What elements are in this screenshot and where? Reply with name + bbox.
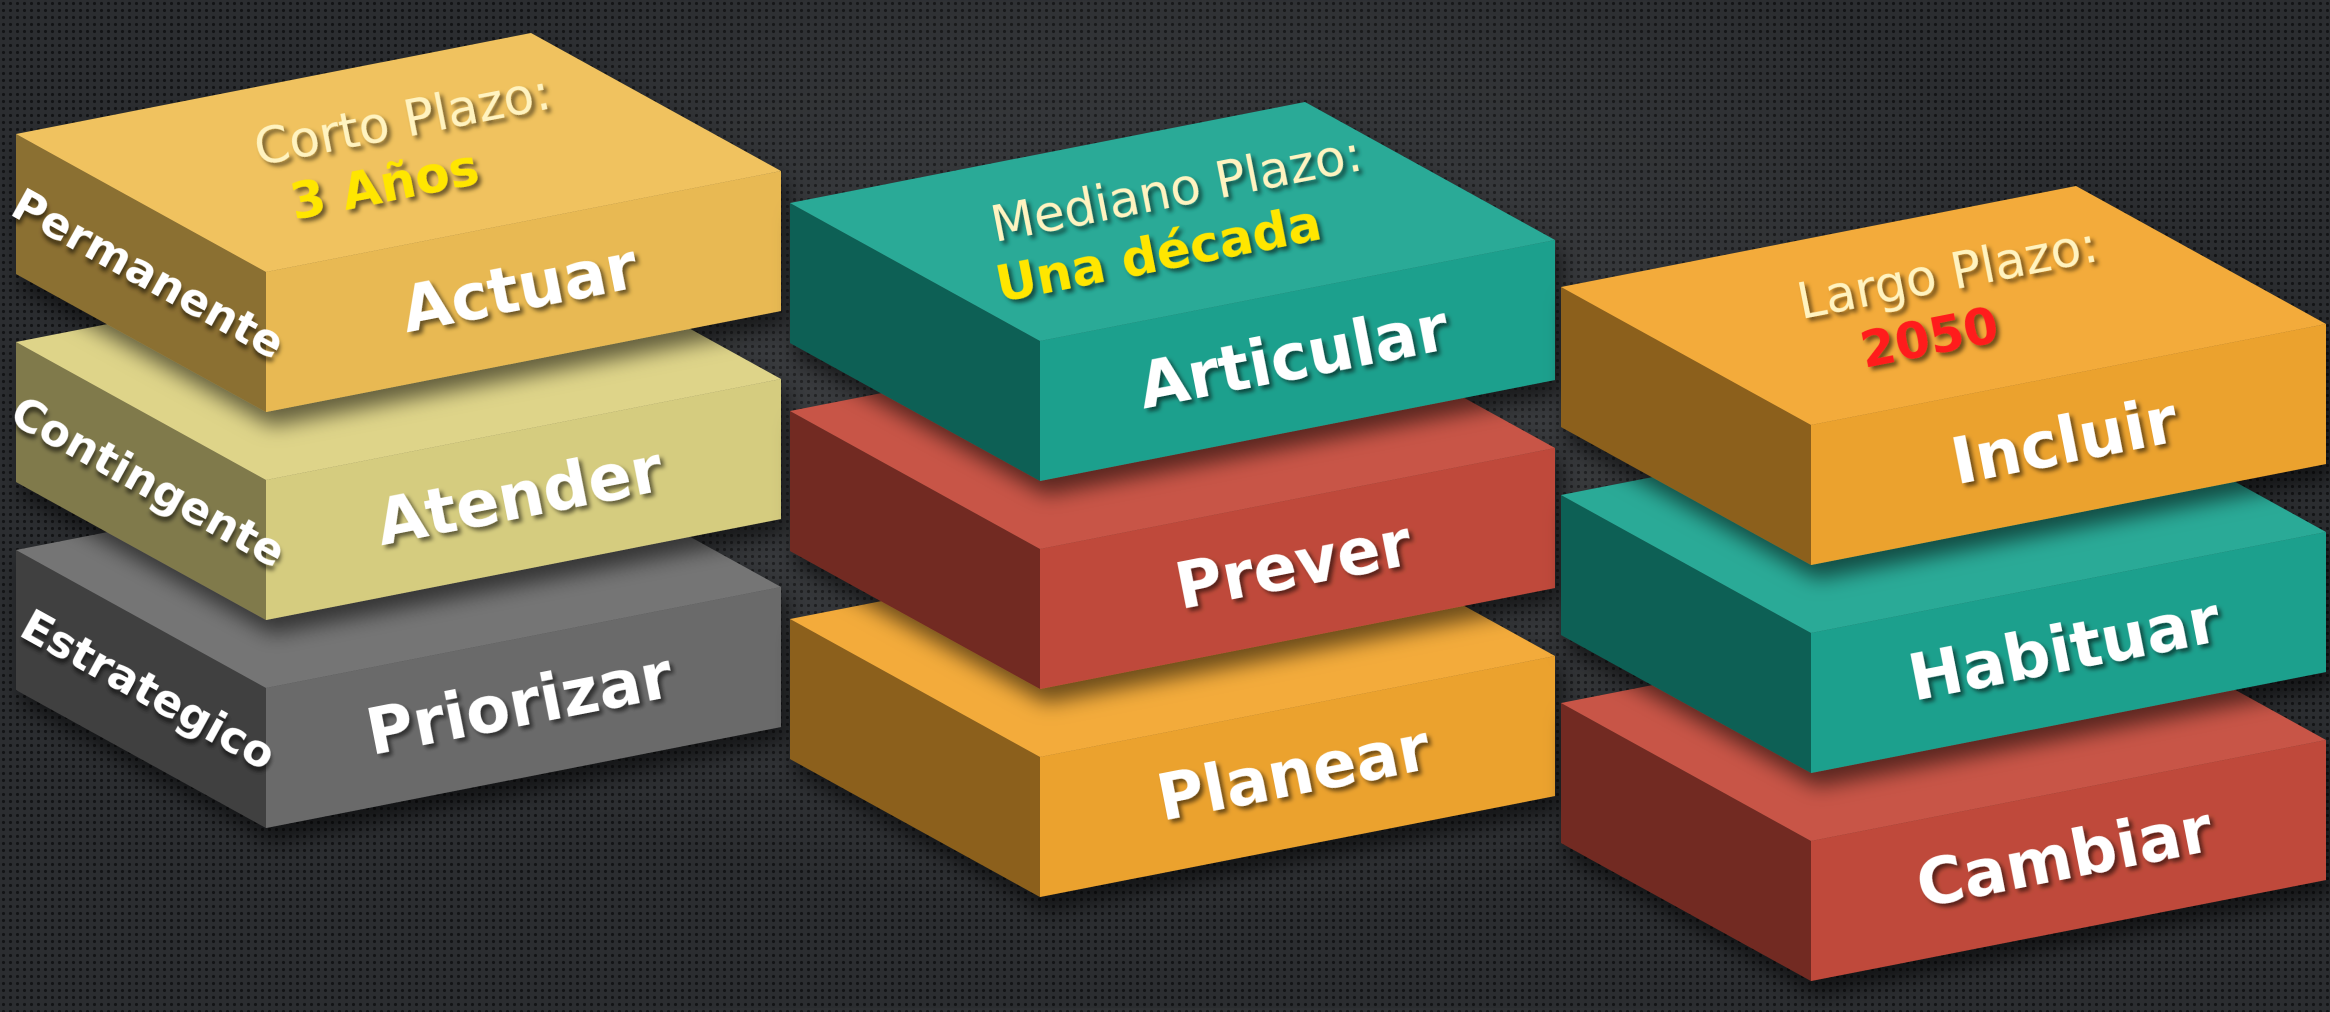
block-front-face [266, 379, 781, 620]
block-front-face [266, 587, 781, 828]
block-left-face [16, 134, 266, 412]
block-front-face [1040, 448, 1555, 689]
block-top-face [1561, 186, 2326, 425]
block-left-face [1561, 287, 1811, 565]
block-left-face [16, 550, 266, 828]
block-top-face [790, 102, 1555, 341]
block-top-face [16, 33, 781, 272]
block-front-face [1811, 324, 2326, 565]
block-front-face [266, 171, 781, 412]
block-left-face [790, 619, 1040, 897]
block-left-face [1561, 495, 1811, 773]
block-left-face [790, 203, 1040, 481]
block-left-face [1561, 703, 1811, 981]
block-front-face [1040, 240, 1555, 481]
block-front-face [1811, 532, 2326, 773]
block-left-face [16, 342, 266, 620]
stack-1: PriorizarEstrategicoAtenderContingenteAc… [2, 33, 781, 828]
block-left-face [790, 411, 1040, 689]
block-front-face [1811, 740, 2326, 981]
block-front-face [1040, 656, 1555, 897]
